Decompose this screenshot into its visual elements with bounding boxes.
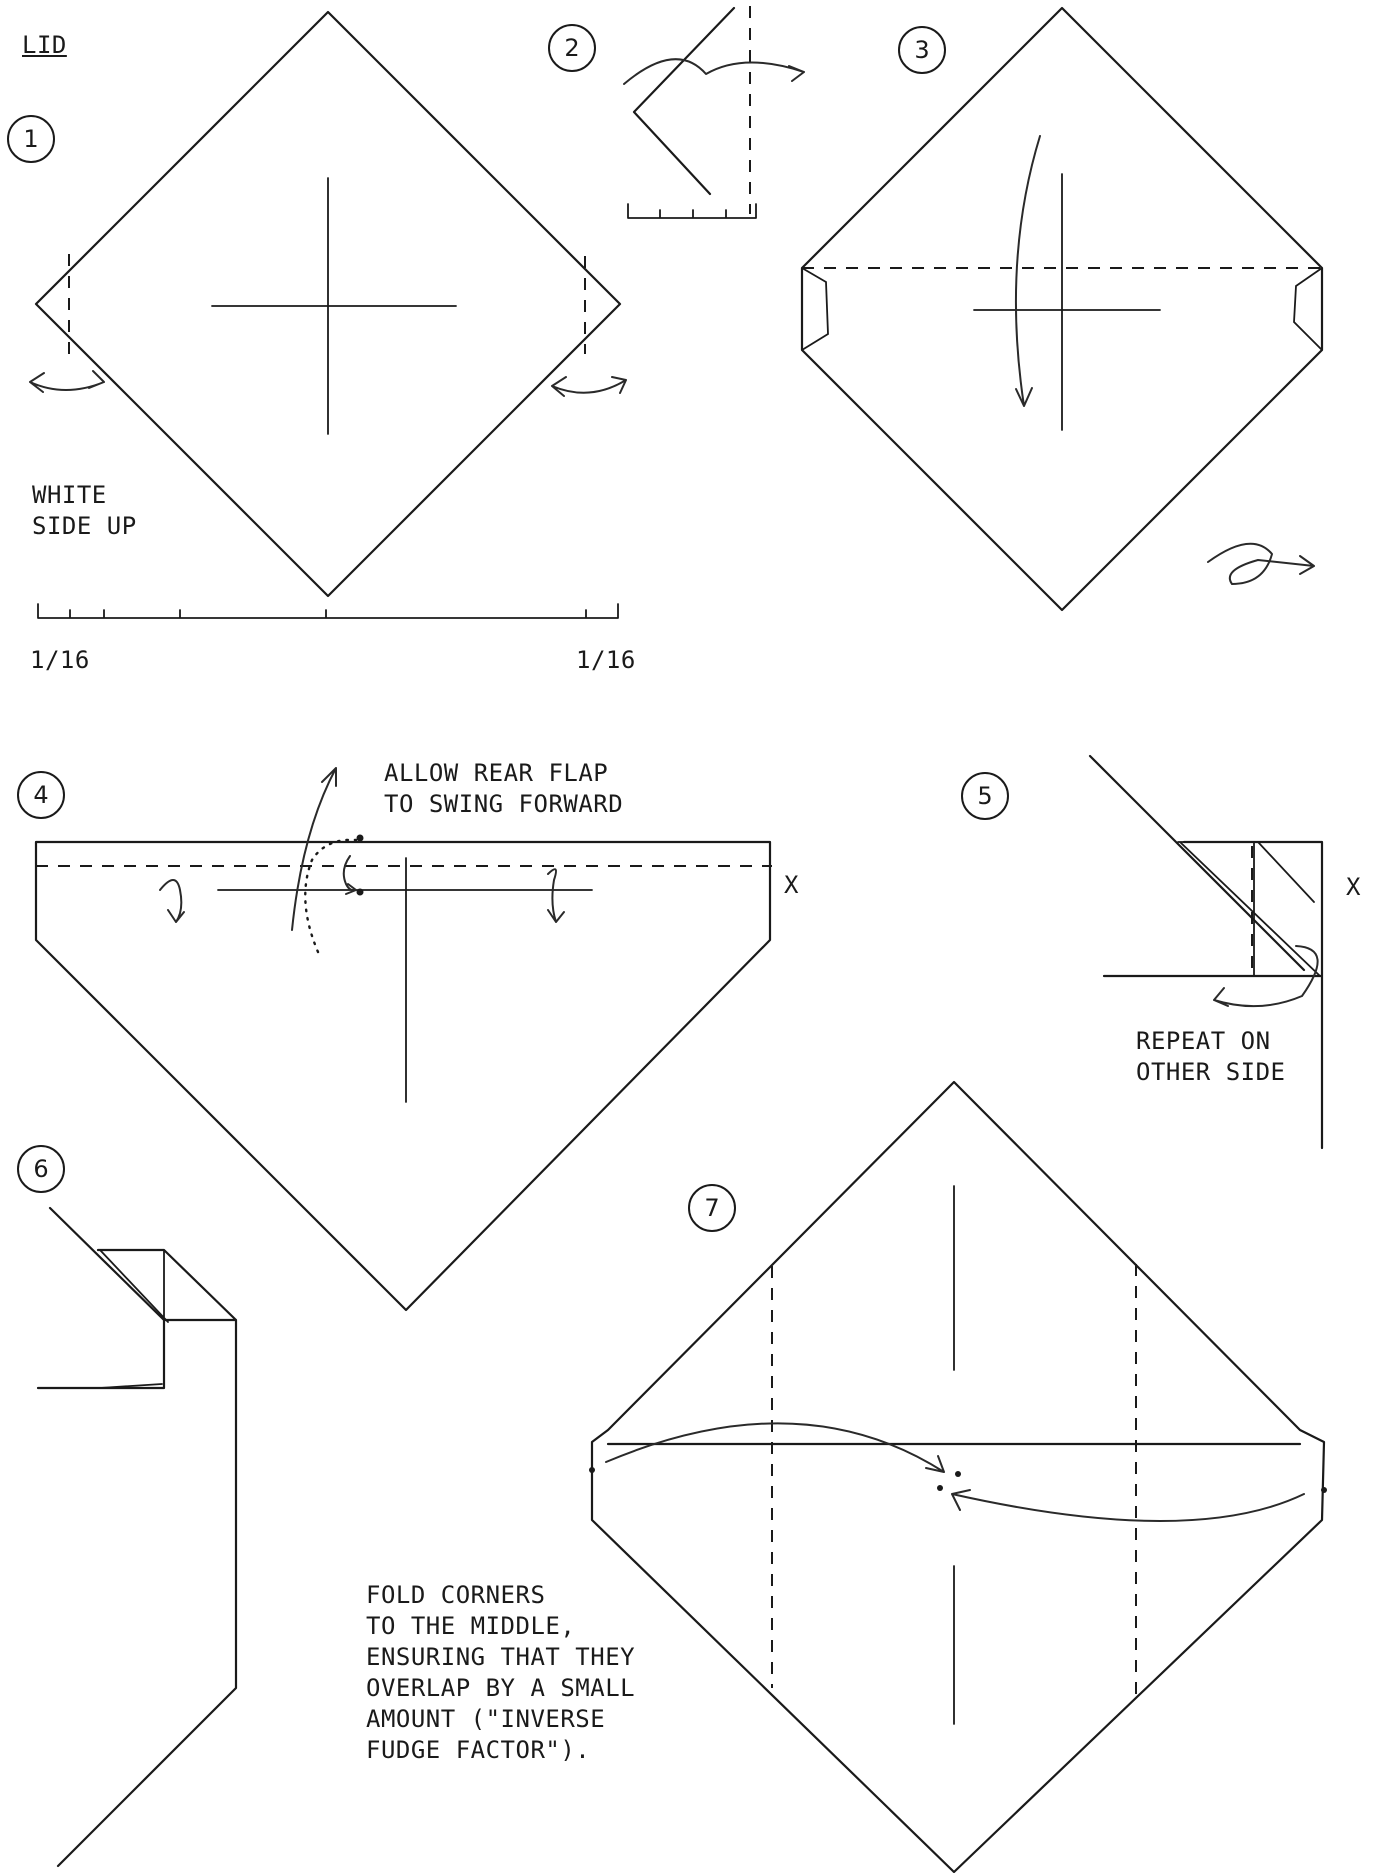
step-4-marker: X	[784, 871, 799, 899]
step-3-fold-down-arrow-icon	[1014, 135, 1041, 407]
step-4-number: 4	[33, 781, 49, 809]
step-6-outline	[36, 1206, 238, 1868]
step-7-right-arrow-icon	[951, 1489, 1305, 1522]
step-6-figure	[36, 1206, 238, 1868]
step-1-left-measure: 1/16	[30, 646, 90, 674]
step-3-turn-over-icon	[1207, 542, 1315, 585]
step-6-corner-lines	[99, 1249, 169, 1389]
step-5-flap	[1177, 841, 1321, 977]
step-1-note: WHITE SIDE UP	[32, 481, 137, 540]
step-4-swing-arrow-icon	[291, 767, 337, 931]
step-2-number-circle	[548, 24, 596, 72]
page-title: LID	[22, 31, 67, 59]
step-1-left-arrow-icon	[29, 370, 105, 393]
step-4-number-circle	[17, 771, 65, 819]
step-4-figure	[34, 767, 772, 1312]
step-1-square	[34, 10, 622, 598]
step-7-left-arrow-icon	[605, 1422, 945, 1473]
step-3-figure	[800, 6, 1324, 612]
step-1-ruler	[37, 603, 619, 619]
step-4-point-a	[356, 834, 364, 842]
step-7-left-point	[589, 1467, 595, 1473]
step-5-number: 5	[977, 782, 993, 810]
step-2-ruler	[627, 203, 757, 219]
step-3-right-tab	[1293, 267, 1323, 351]
step-7-middle-point-b	[937, 1485, 943, 1491]
step-4-shape	[34, 840, 772, 1312]
step-7-note: FOLD CORNERS TO THE MIDDLE, ENSURING THA…	[366, 1581, 636, 1764]
step-1-figure	[29, 10, 627, 619]
step-7-shape	[590, 1080, 1326, 1873]
step-1-right-arrow-icon	[551, 376, 627, 397]
step-4-valley-arrow-right-icon	[547, 868, 565, 923]
step-3-left-tab	[801, 267, 829, 351]
step-4-rear-flap-path	[304, 838, 358, 954]
step-7-middle-point-a	[955, 1471, 961, 1477]
step-4-valley-arrow-left-icon	[159, 879, 185, 923]
step-5-figure	[1088, 754, 1324, 1150]
step-4-valley-arrow-middle-icon	[342, 855, 357, 895]
step-3-number-circle	[898, 26, 946, 74]
step-2-arrow-icon	[623, 58, 805, 85]
step-5-note: REPEAT ON OTHER SIDE	[1136, 1027, 1286, 1086]
step-6-number: 6	[33, 1155, 49, 1183]
step-1-number: 1	[23, 125, 39, 153]
step-1-right-measure: 1/16	[576, 646, 636, 674]
step-7-number-circle	[688, 1184, 736, 1232]
step-2-figure	[623, 6, 805, 219]
step-2-number: 2	[564, 34, 580, 62]
step-7-figure	[589, 1080, 1327, 1873]
step-5-marker: X	[1346, 873, 1361, 901]
step-5-edges	[1088, 754, 1324, 1150]
step-1-number-circle	[7, 115, 55, 163]
step-7-number: 7	[704, 1194, 720, 1222]
step-2-edge	[632, 6, 736, 196]
step-4-point-b	[356, 888, 364, 896]
step-6-number-circle	[17, 1145, 65, 1193]
step-3-number: 3	[914, 36, 930, 64]
step-5-number-circle	[961, 772, 1009, 820]
step-4-note: ALLOW REAR FLAP TO SWING FORWARD	[384, 759, 624, 818]
step-5-wrap-arrow-icon	[1213, 945, 1319, 1008]
step-7-right-point	[1321, 1487, 1327, 1493]
